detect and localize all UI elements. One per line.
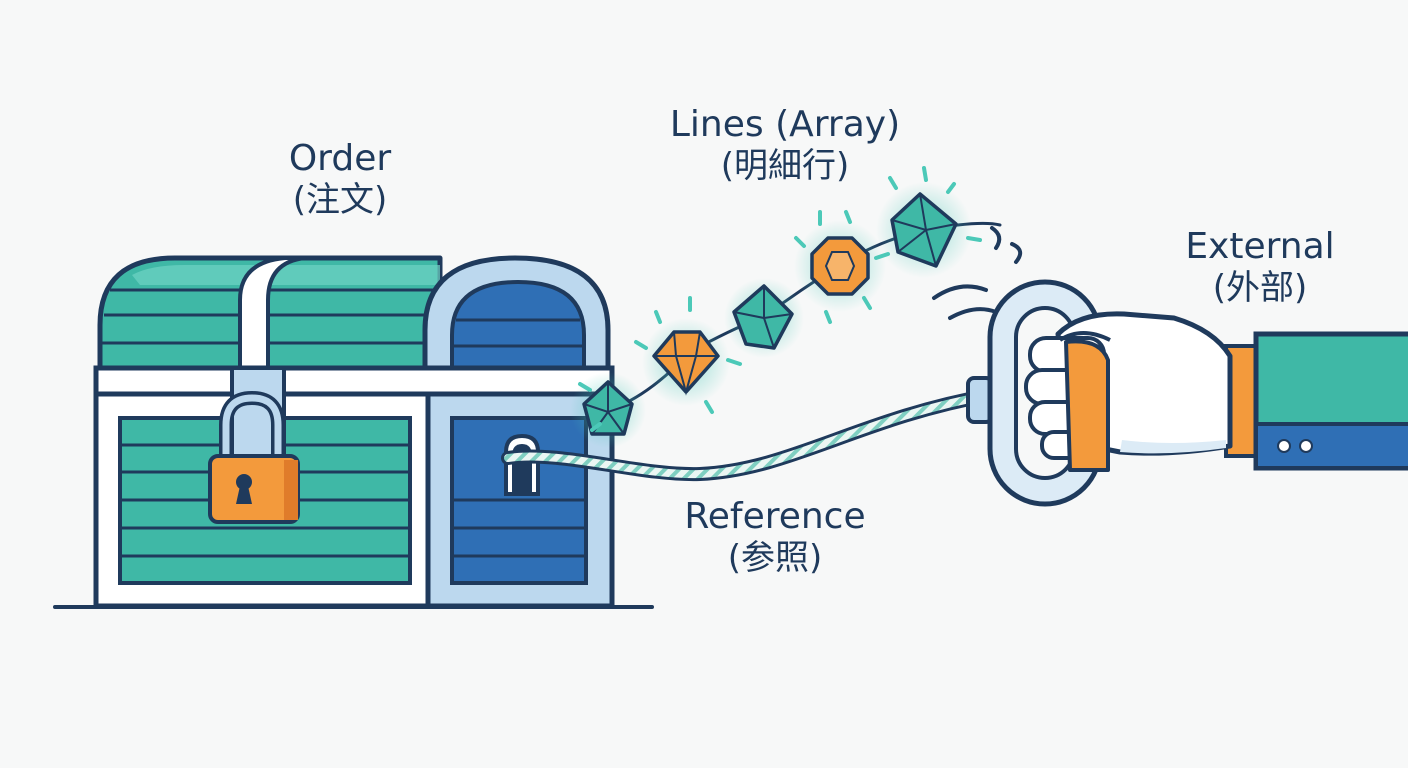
order-label-ja: (注文) (292, 180, 388, 221)
sleeve-icon (1224, 331, 1408, 471)
sparkles (578, 166, 982, 432)
lid-planks (102, 288, 440, 345)
gem-icon (794, 220, 886, 312)
lines-label: Lines (Array) (明細行) (630, 104, 940, 187)
gem-icon (642, 318, 730, 406)
treasure-chest-icon (93, 255, 615, 609)
order-label: Order (注文) (250, 138, 430, 221)
chest-lid-right-inner (450, 280, 586, 374)
lid-highlight (132, 265, 440, 285)
reference-label-en: Reference (684, 496, 866, 537)
keyhole-icon (504, 433, 540, 496)
lines-label-en: Lines (Array) (669, 104, 901, 145)
lines-label-ja: (明細行) (720, 146, 850, 187)
external-label: External (外部) (1150, 226, 1370, 309)
gem-icon (724, 278, 804, 358)
external-label-ja: (外部) (1212, 268, 1308, 309)
hand-icon (1024, 311, 1233, 472)
lid-band-left (238, 256, 307, 374)
reference-label-ja: (参照) (727, 538, 823, 579)
reference-label: Reference (参照) (650, 496, 900, 579)
gem-icon (876, 182, 972, 278)
rope-icon (501, 388, 997, 482)
padlock-icon (208, 390, 300, 524)
order-label-en: Order (288, 138, 392, 179)
chest-rim (93, 365, 615, 397)
external-label-en: External (1185, 226, 1335, 267)
motion-lines (932, 226, 1023, 320)
